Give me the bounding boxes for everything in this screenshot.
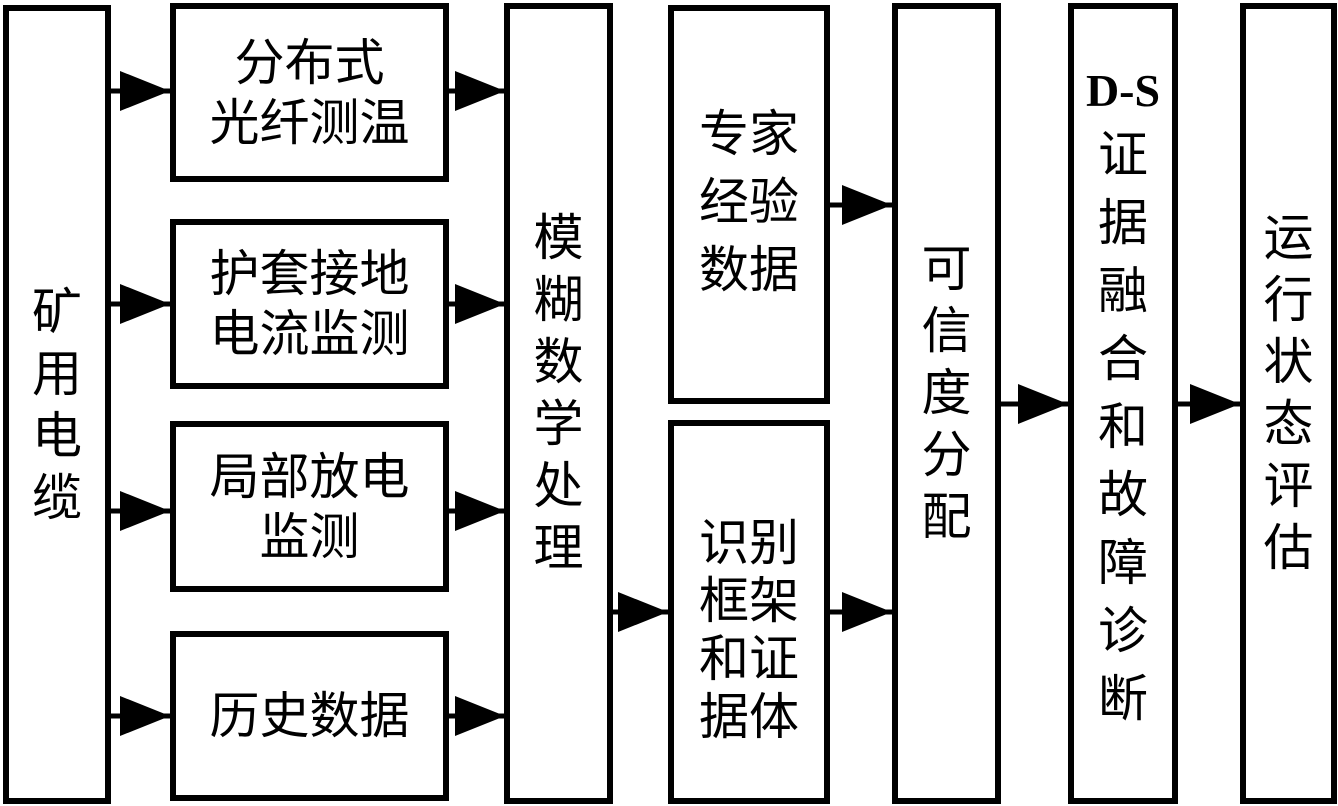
label-char: 缆	[32, 468, 82, 527]
mining-cable-box: 矿用电缆	[3, 5, 111, 804]
label-char: 模	[533, 208, 584, 267]
label-char: 数	[533, 332, 584, 391]
label-char: 矿	[32, 282, 82, 341]
label-char: 诊	[1098, 602, 1148, 660]
fuzzy-math-label: 模糊数学处理	[534, 207, 584, 579]
mining-cable-label: 矿用电缆	[32, 281, 82, 529]
fiber-temp-label: 分布式 光纤测温	[209, 33, 410, 152]
state-evaluation-label: 运行状态评估	[1264, 207, 1314, 579]
frame-evidence-label: 识别 框架 和证 据体	[699, 514, 799, 746]
fuzzy-math-box: 模糊数学处理	[504, 3, 613, 804]
label-char: 分	[921, 425, 972, 484]
label-char: 信	[921, 301, 972, 360]
expert-data-label: 专家 经验 数据	[699, 104, 799, 299]
label-char: 障	[1098, 534, 1148, 592]
partial-discharge-box: 局部放电 监测	[170, 421, 449, 592]
ds-fusion-box: D-S 证据融合和故障诊断	[1068, 3, 1178, 804]
label-char: 理	[533, 518, 584, 577]
label-char: 断	[1098, 670, 1148, 728]
label-char: 态	[1263, 394, 1314, 453]
label-char: 和	[1098, 398, 1148, 456]
label-char: 据	[1098, 194, 1148, 252]
ds-fusion-content: D-S 证据融合和故障诊断	[1086, 65, 1160, 733]
label-char: 证	[1098, 126, 1148, 184]
credibility-label: 可信度分配	[922, 238, 972, 548]
label-char: 处	[533, 456, 584, 515]
label-char: 状	[1263, 332, 1314, 391]
label-char: 故	[1098, 466, 1148, 524]
label-char: 电	[32, 406, 82, 465]
label-char: 配	[921, 487, 972, 546]
label-char: 运	[1263, 208, 1314, 267]
frame-evidence-box: 识别 框架 和证 据体	[668, 420, 830, 804]
label-char: 合	[1098, 330, 1148, 388]
label-char: 学	[533, 394, 584, 453]
ds-fusion-label: 证据融合和故障诊断	[1098, 121, 1148, 733]
history-data-label: 历史数据	[209, 687, 410, 745]
label-char: 用	[32, 344, 82, 403]
label-char: 融	[1098, 262, 1148, 320]
label-char: 评	[1263, 456, 1314, 515]
history-data-box: 历史数据	[170, 631, 449, 801]
credibility-box: 可信度分配	[892, 3, 1001, 804]
label-char: 可	[921, 239, 972, 298]
label-char: 行	[1263, 270, 1314, 329]
state-evaluation-box: 运行状态评估	[1240, 3, 1337, 804]
fiber-temp-box: 分布式 光纤测温	[170, 3, 449, 182]
sheath-current-label: 护套接地 电流监测	[209, 245, 410, 363]
ds-prefix: D-S	[1085, 65, 1161, 116]
label-char: 估	[1263, 518, 1314, 577]
label-char: 度	[921, 363, 972, 422]
label-char: 糊	[533, 270, 584, 329]
partial-discharge-label: 局部放电 监测	[209, 447, 410, 566]
sheath-current-box: 护套接地 电流监测	[170, 219, 449, 389]
expert-data-box: 专家 经验 数据	[668, 5, 830, 404]
